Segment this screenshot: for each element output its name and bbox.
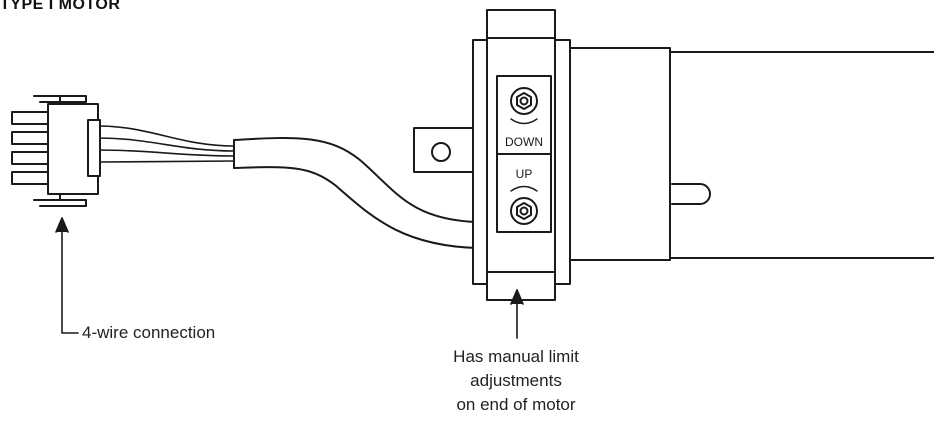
cable bbox=[233, 137, 479, 249]
down-rotate-arrow-icon bbox=[510, 118, 538, 125]
connection-arrowhead-icon bbox=[55, 217, 69, 233]
diagram-title: TYPE I MOTOR bbox=[0, 0, 121, 13]
down-limit-screw-icon bbox=[510, 87, 538, 115]
up-rotate-arrow-icon bbox=[510, 185, 538, 192]
down-label: DOWN bbox=[505, 135, 543, 149]
motor-tube bbox=[569, 47, 934, 261]
up-label: UP bbox=[516, 167, 533, 181]
connector bbox=[11, 95, 101, 207]
callout-leaders bbox=[55, 217, 524, 339]
limit-adjustment-panel: DOWN UP bbox=[496, 75, 552, 233]
up-limit-screw-icon bbox=[510, 197, 538, 225]
wires bbox=[97, 125, 235, 163]
limit-arrowhead-icon bbox=[510, 289, 524, 305]
limit-adjustment-callout: Has manual limit adjustments on end of m… bbox=[406, 345, 626, 417]
limit-callout-line-3: on end of motor bbox=[456, 395, 576, 414]
limit-callout-line-1: Has manual limit bbox=[453, 347, 579, 366]
connection-leader-line bbox=[61, 223, 79, 334]
limit-callout-line-2: adjustments bbox=[470, 371, 562, 390]
mounting-tab bbox=[413, 127, 477, 173]
connection-callout: 4-wire connection bbox=[82, 323, 216, 342]
